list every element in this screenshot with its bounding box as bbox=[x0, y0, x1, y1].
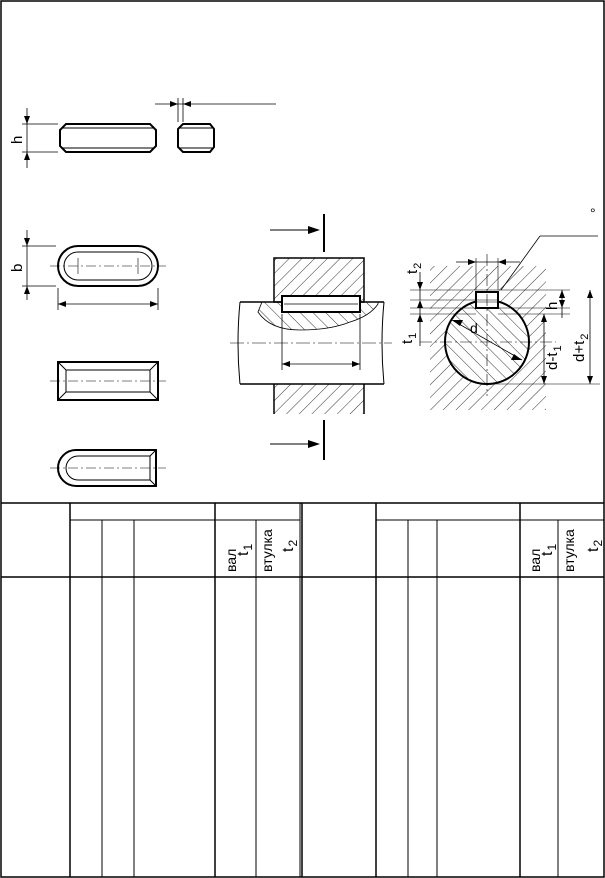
shaft-cross-section bbox=[410, 235, 600, 410]
header-hub-t-left: t2 bbox=[280, 540, 300, 552]
shaft-hub-longitudinal-section bbox=[230, 214, 392, 460]
label-d-plus-t2: d+t2 bbox=[571, 334, 591, 362]
header-shaft-right: вал bbox=[527, 549, 543, 572]
key-flat-top bbox=[50, 361, 166, 401]
label-h-right: h bbox=[544, 302, 561, 310]
table-left bbox=[1, 502, 604, 877]
label-b: b bbox=[9, 264, 26, 272]
label-d: d bbox=[470, 320, 478, 336]
header-shaft-left: вал bbox=[223, 549, 239, 572]
header-hub-left: втулка bbox=[259, 529, 275, 572]
label-degree: ° bbox=[590, 205, 596, 221]
label-d-minus-t1: d-t1 bbox=[544, 345, 564, 370]
key-side-view bbox=[22, 98, 276, 168]
header-hub-t-right: t2 bbox=[585, 540, 605, 552]
header-shaft-t-right: t1 bbox=[539, 544, 559, 556]
label-t1: t1 bbox=[399, 333, 419, 344]
label-h: h bbox=[9, 136, 26, 144]
key-half-rounded bbox=[50, 449, 166, 487]
header-hub-right: втулка bbox=[561, 529, 577, 572]
key-rounded-top bbox=[22, 230, 166, 310]
header-shaft-t-left: t1 bbox=[235, 544, 255, 556]
label-t2: t2 bbox=[404, 263, 424, 274]
